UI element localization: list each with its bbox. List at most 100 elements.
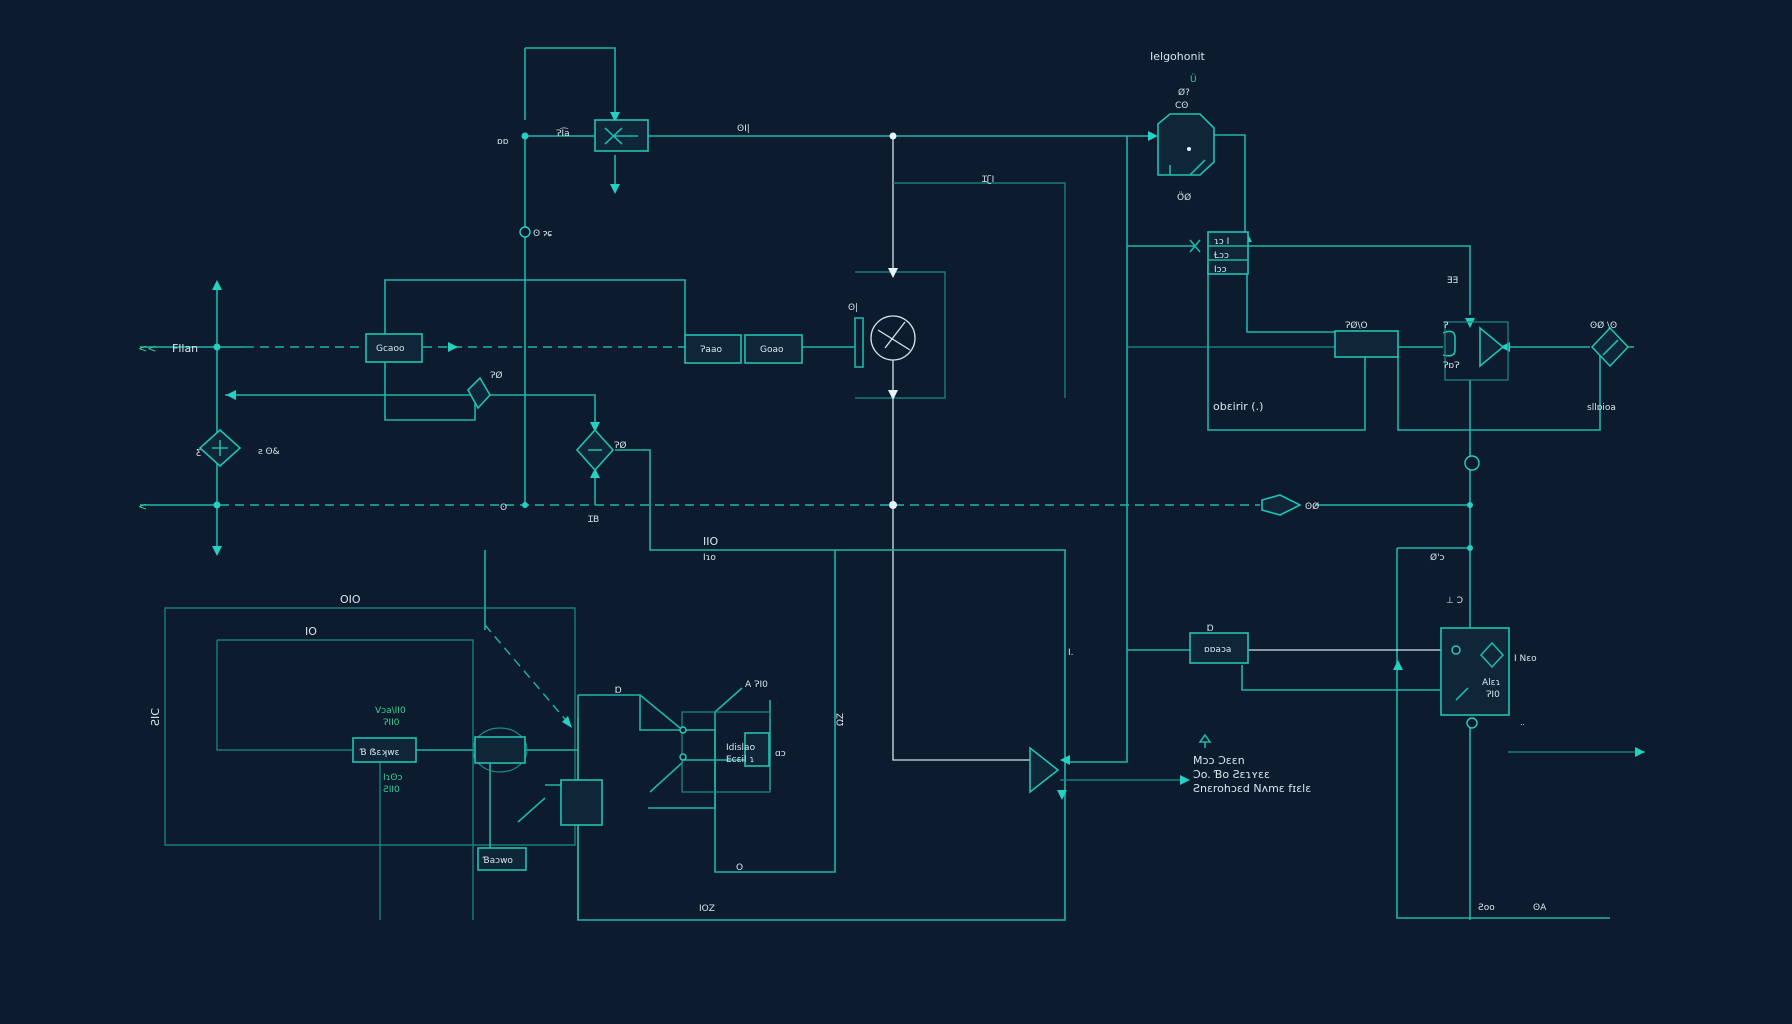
wire-transistor-frame <box>855 271 946 399</box>
lower-right-box[interactable] <box>744 732 770 767</box>
transistor-base <box>854 317 864 368</box>
left-input-label: Fllan <box>172 342 198 355</box>
center-vert-tag: ꞮB <box>588 515 599 525</box>
bottom-label-010: OIO <box>340 593 361 606</box>
left-diamond-tag: ƹ <box>196 447 201 457</box>
arrow-center-diamond <box>590 422 600 432</box>
far-right-label: ʘØ \ʘ <box>1590 320 1617 331</box>
transistor-label: ʘ| <box>848 303 858 313</box>
junction-left-input <box>213 343 221 351</box>
left-input-arrow: << <box>138 342 156 355</box>
junctions <box>213 132 1480 729</box>
left-diamond-label: ƨ ʘ& <box>258 447 280 457</box>
right-obtain-label: obɛirir (.) <box>1213 400 1263 413</box>
ring-outline <box>472 727 528 773</box>
label-d: Ɒ <box>615 686 622 696</box>
right-box-d[interactable] <box>1189 632 1249 664</box>
top-right-sub4: Ö̈Ø <box>1177 192 1191 203</box>
diode-component[interactable] <box>467 376 491 410</box>
right-box-d-label: Ɒ <box>1207 624 1214 634</box>
top-wire-label: ʘI| <box>737 124 750 134</box>
sensor-box[interactable] <box>352 737 417 763</box>
arrow-to-chip <box>1148 131 1158 141</box>
right-box-d-inner: ɒɒaɔa <box>1204 645 1231 655</box>
wire-right-coil <box>1246 265 1335 333</box>
chip-pins <box>1169 159 1206 176</box>
legend-line-3: Ƨnɛrohɔɛd Nʌmɛ fɪɛlɛ <box>1193 782 1311 795</box>
lower-mid-box[interactable] <box>560 779 603 826</box>
box-a-label: Gcaoo <box>376 344 405 354</box>
arrow-into-switch <box>610 112 620 122</box>
wire-lower-mid <box>578 694 716 809</box>
arrow-chip-out <box>1635 747 1645 757</box>
arrows <box>212 112 1645 800</box>
small-box-bottom[interactable] <box>477 847 527 871</box>
label-a0: A ɁI0 <box>745 680 768 690</box>
far-right-icon <box>1602 339 1634 356</box>
right-chip-label-1: Alɛɿ <box>1482 678 1500 688</box>
green-label-3: Iɿʘɔ <box>383 773 403 783</box>
left-diamond-component[interactable] <box>198 428 242 468</box>
right-stack-box[interactable] <box>1207 231 1249 275</box>
switch-label: ɁI͡a <box>556 128 570 139</box>
wire-diag-1 <box>639 694 681 729</box>
wire-right-upper <box>1245 245 1471 315</box>
legend-line-1: Mɔɔ Ɔɛɛn <box>1193 754 1245 767</box>
center-diamond-component[interactable] <box>575 428 615 472</box>
right-chip[interactable] <box>1440 627 1510 716</box>
green-label-1: Vɔa\II0 <box>375 706 406 716</box>
switch-icon <box>604 127 638 145</box>
frame-outer-left <box>164 607 576 846</box>
top-right-sub2: Ø? <box>1178 87 1190 98</box>
lower-box-label-2: Ecɛil ɿ <box>726 755 754 765</box>
coil-component[interactable] <box>1442 330 1456 357</box>
transistor-component[interactable] <box>854 315 916 368</box>
arrow-amp-out <box>1180 775 1190 785</box>
box-c[interactable] <box>744 334 803 364</box>
box-b[interactable] <box>684 334 742 364</box>
legend-icon <box>1198 733 1212 748</box>
top-right-sub1: Ü <box>1190 74 1197 85</box>
right-arrow-small: ᐧᐧ <box>1520 721 1525 731</box>
junction-right-chip <box>1467 545 1473 551</box>
right-tag-0: Ɂ <box>1443 321 1449 331</box>
right-lower-diode[interactable] <box>1261 494 1302 516</box>
wire-top-feed <box>525 47 616 120</box>
top-right-chip[interactable] <box>1157 113 1215 176</box>
diode-icon <box>467 376 491 410</box>
wire-right-frame <box>1396 548 1610 919</box>
right-label-ee: ƎƎ <box>1447 276 1458 286</box>
wire-right-bus <box>1065 136 1128 763</box>
right-tt-label: ⊥ Ɔ <box>1446 596 1463 606</box>
right-amplifier[interactable] <box>1444 321 1509 381</box>
right-upper-box-2: Ɫɔɔ <box>1213 251 1229 261</box>
frame-inner-left2 <box>216 640 352 751</box>
bottom-right-label-2: ʘA <box>1533 903 1547 913</box>
top-right-title: Ielgohonit <box>1150 50 1206 63</box>
right-long-box[interactable] <box>1334 330 1399 358</box>
box-a[interactable] <box>365 333 423 363</box>
wire-diag-4 <box>517 797 546 823</box>
right-upper-box-3: Iɔɔ <box>1214 265 1227 275</box>
wire-diag-3 <box>649 761 684 793</box>
switch-component[interactable] <box>594 119 649 152</box>
arrow-diamond-row <box>226 390 236 400</box>
arrow-transistor-in <box>888 268 898 278</box>
diamond-cross-icon <box>212 440 228 456</box>
right-chip-ring <box>1451 645 1461 655</box>
arrow-up-left <box>212 280 222 290</box>
right-chip-diamond-icon <box>1479 641 1505 669</box>
right-stack-x-icon <box>1189 239 1201 253</box>
wire-loop-lower <box>384 360 476 421</box>
mid-label-1: IIO <box>703 535 718 548</box>
arrow-amp-in <box>1465 318 1475 328</box>
right-upper-box-1: ɿɔ I <box>1214 237 1229 247</box>
far-right-component[interactable] <box>1590 326 1634 368</box>
far-right-sub: sllɒioa <box>1587 403 1616 413</box>
frame-inner-left <box>217 639 474 920</box>
arrow-down-left <box>212 546 222 556</box>
bottom-amplifier[interactable] <box>1029 746 1060 794</box>
lower-ring-box[interactable] <box>472 727 528 773</box>
junction-center-low <box>889 501 897 509</box>
center-diamond-tag: ɁØ <box>614 440 627 451</box>
